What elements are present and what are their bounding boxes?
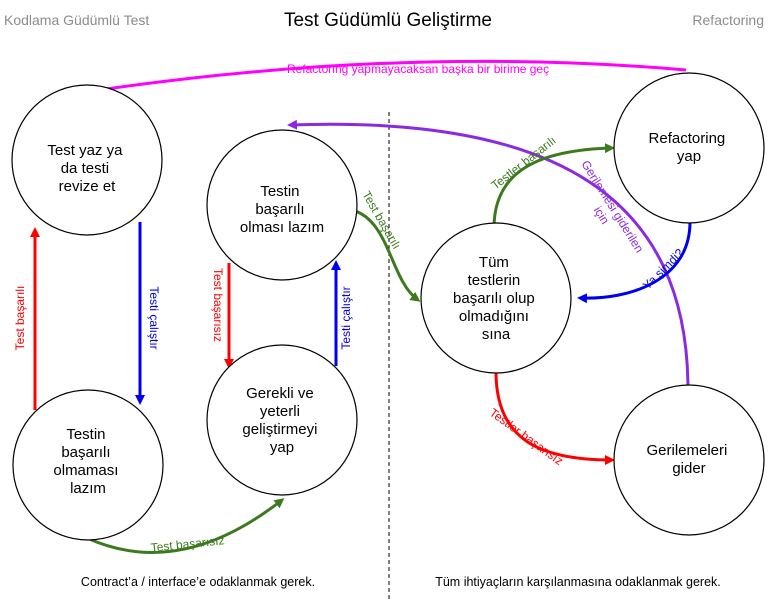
edge-test-failed-bottom — [86, 498, 285, 554]
node-refactor-label: Refactoring yap — [649, 130, 730, 165]
label-skip-refactor: Refactoring yapmayacaksan başka bir biri… — [287, 62, 549, 76]
node-should-fail: Testin başarılı olmaması lazım — [12, 389, 164, 541]
node-develop-label: Gerekli ve yeterli geliştirmeyi yap — [242, 385, 321, 456]
node-fix-regressions: Gerilemeleri gider — [613, 384, 765, 536]
node-should-pass: Testin başarılı olması lazım — [206, 129, 358, 281]
node-develop: Gerekli ve yeterli geliştirmeyi yap — [206, 344, 358, 496]
label-test-passed-left: Test başarılı — [13, 286, 27, 351]
label-run-test-mid: Testi çalıştır — [339, 286, 353, 349]
node-refactor: Refactoring yap — [613, 72, 765, 224]
node-run-all-tests-label: Tüm testlerin başarılı olup olmadığını s… — [453, 254, 539, 343]
footer-right-note: Tüm ihtiyaçların karşılanmasına odaklanm… — [435, 575, 721, 589]
label-tests-failed: Testler başarısız — [487, 405, 566, 468]
edge-now-what — [577, 221, 692, 304]
node-should-fail-label: Testin başarılı olmaması lazım — [53, 426, 122, 497]
edge-tests-passed — [492, 143, 615, 229]
label-test-failed-mid: Test başarısız — [211, 268, 225, 342]
node-write-test-label: Test yaz ya da testi revize et — [47, 142, 126, 195]
label-now-what: Ya şimdi? — [640, 246, 687, 293]
edge-test-passed-right — [351, 208, 421, 302]
node-run-all-tests: Tüm testlerin başarılı olup olmadığını s… — [420, 222, 572, 374]
node-fix-regressions-label: Gerilemeleri gider — [646, 442, 731, 477]
node-should-pass-label: Testin başarılı olması lazım — [240, 183, 324, 236]
label-test-failed-bottom: Test başarısız — [150, 533, 225, 555]
edge-tests-failed — [494, 371, 615, 465]
diagram-title: Test Güdümlü Geliştirme — [284, 10, 492, 31]
label-run-test-left: Testi çalıştır — [147, 286, 161, 349]
right-phase-label: Refactoring — [692, 12, 764, 28]
left-phase-label: Kodlama Güdümlü Test — [4, 12, 149, 28]
node-write-test: Test yaz ya da testi revize et — [11, 84, 163, 236]
edge-skip-refactor — [83, 59, 687, 96]
footer-left-note: Contract’a / interface’e odaklanmak gere… — [81, 575, 315, 589]
label-test-passed-right: Test başarılı — [359, 188, 403, 251]
edge-regression-fixed — [287, 119, 690, 391]
